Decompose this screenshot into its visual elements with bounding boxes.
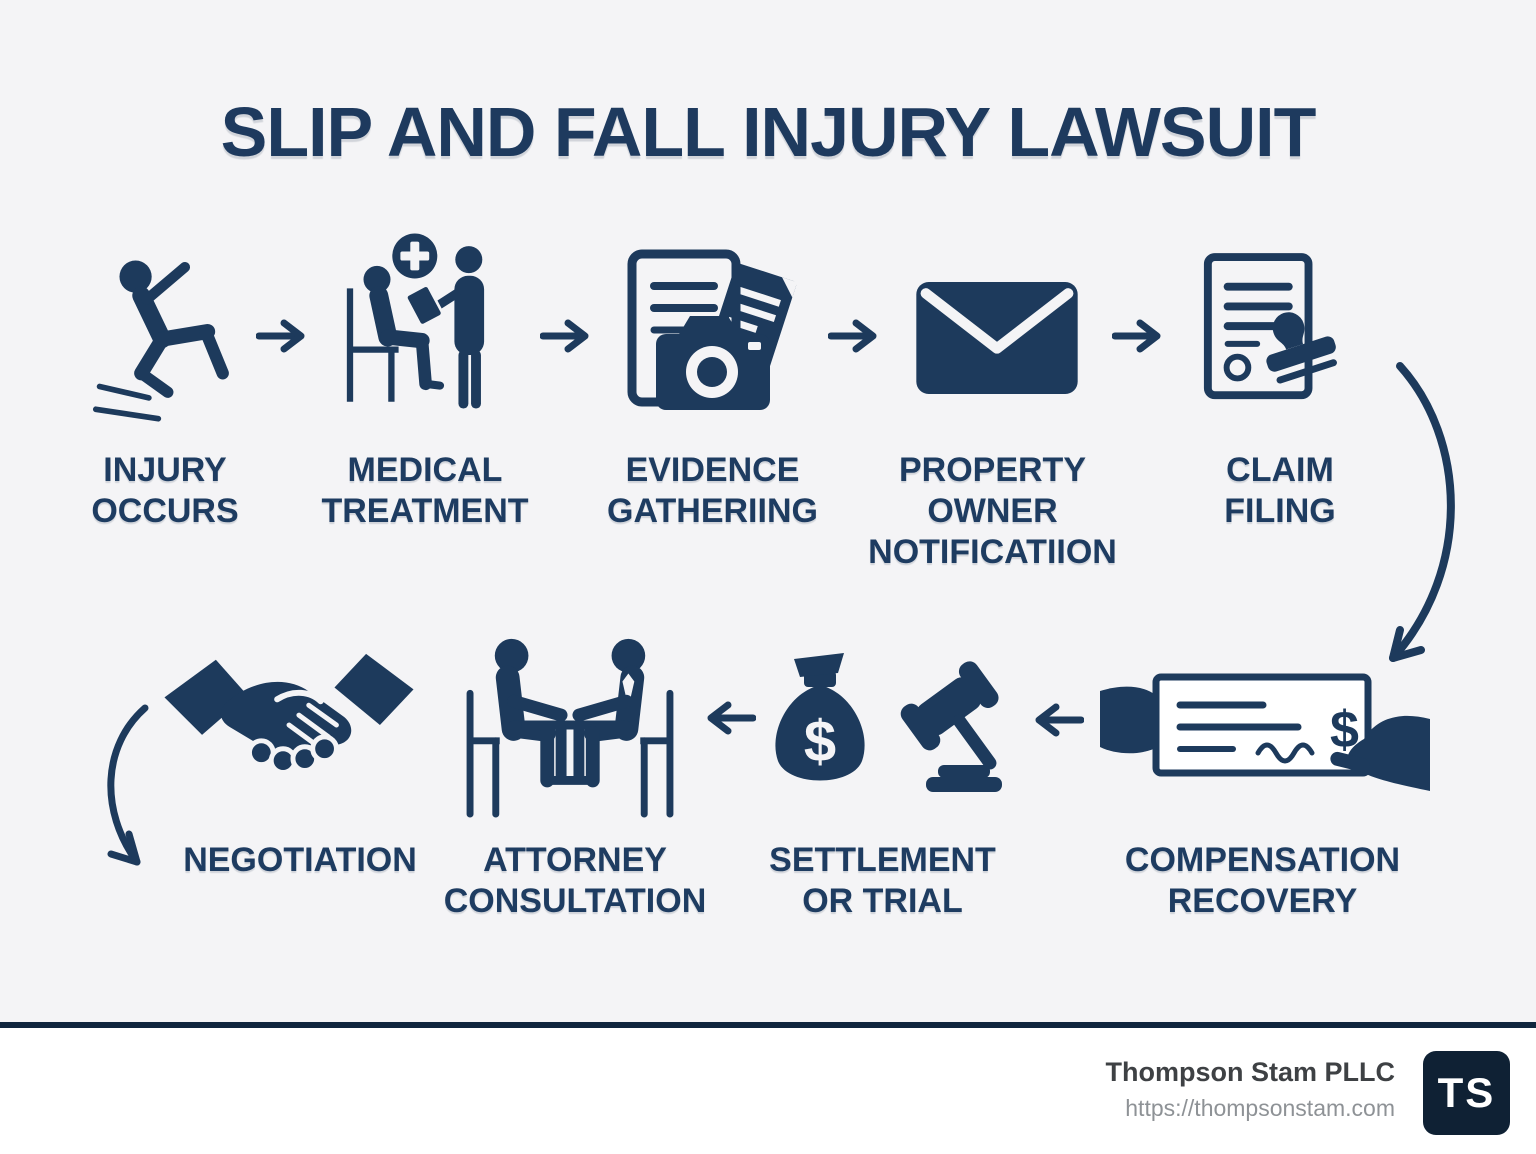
step-label-line: NEGOTIATION bbox=[183, 841, 417, 879]
step-label-property-owner-notification: PROPERTY OWNER NOTIFICATIION bbox=[855, 450, 1130, 573]
step-label-medical-treatment: MEDICAL TREATMENT bbox=[295, 450, 555, 532]
arrow-left-icon bbox=[1035, 703, 1084, 737]
arrow-right-icon bbox=[540, 319, 589, 353]
step-label-line: GATHERIING bbox=[607, 492, 818, 530]
svg-text:$: $ bbox=[804, 709, 836, 774]
step-label-line: OWNER bbox=[927, 492, 1058, 530]
company-logo-text: TS bbox=[1437, 1069, 1496, 1116]
curved-arrow-down-icon bbox=[1389, 362, 1455, 662]
step-label-line: COMPENSATION bbox=[1124, 841, 1401, 879]
curved-arrow-down-icon bbox=[107, 704, 149, 866]
money-bag-gavel-icon: $ bbox=[775, 653, 1002, 792]
step-label-line: FILING bbox=[1224, 492, 1336, 530]
step-label-attorney-consultation: ATTORNEY CONSULTATION bbox=[440, 840, 710, 922]
step-label-line: TREATMENT bbox=[321, 492, 529, 530]
page-title: SLIP AND FALL INJURY LAWSUIT bbox=[220, 93, 1317, 171]
doctor-patient-icon bbox=[346, 233, 485, 409]
camera-documents-icon bbox=[627, 249, 798, 410]
footer-website-url: https://thompsonstam.com bbox=[1125, 1095, 1395, 1121]
person-slipping-icon bbox=[92, 260, 229, 422]
step-label-line: INJURY bbox=[103, 451, 227, 489]
handshake-icon bbox=[164, 653, 414, 775]
company-logo: TS bbox=[1423, 1051, 1510, 1135]
step-label-line: EVIDENCE bbox=[625, 451, 800, 489]
step-label-line: ATTORNEY bbox=[483, 841, 667, 879]
step-label-settlement-or-trial: SETTLEMENT OR TRIAL bbox=[750, 840, 1015, 922]
check-in-hands-icon: $ bbox=[1100, 673, 1430, 791]
footer-divider bbox=[0, 1022, 1536, 1028]
footer-background bbox=[0, 1028, 1536, 1154]
step-label-compensation-recovery: COMPENSATION RECOVERY bbox=[1120, 840, 1405, 922]
step-label-line: SETTLEMENT bbox=[769, 841, 996, 879]
consultation-table-icon bbox=[466, 638, 674, 818]
step-label-line: CONSULTATION bbox=[443, 882, 707, 920]
step-label-claim-filing: CLAIM FILING bbox=[1155, 450, 1405, 532]
step-label-line: MEDICAL bbox=[347, 451, 503, 489]
footer-text-block: Thompson Stam PLLC https://thompsonstam.… bbox=[1106, 1056, 1396, 1123]
step-label-evidence-gathering: EVIDENCE GATHERIING bbox=[580, 450, 845, 532]
step-label-line: OCCURS bbox=[91, 492, 239, 530]
footer-company-name: Thompson Stam PLLC bbox=[1105, 1057, 1396, 1087]
step-label-negotiation: NEGOTIATION bbox=[170, 840, 430, 881]
envelope-icon bbox=[916, 282, 1078, 394]
step-label-line: CLAIM bbox=[1226, 451, 1334, 489]
step-label-line: RECOVERY bbox=[1167, 882, 1358, 920]
step-label-line: PROPERTY bbox=[898, 451, 1087, 489]
step-label-line: OR TRIAL bbox=[802, 882, 963, 920]
arrow-right-icon bbox=[1112, 319, 1161, 353]
document-stamp-icon bbox=[1203, 253, 1337, 400]
step-label-line: NOTIFICATIION bbox=[868, 533, 1117, 571]
arrow-right-icon bbox=[828, 319, 877, 353]
step-label-injury-occurs: INJURY OCCURS bbox=[40, 450, 290, 532]
arrow-left-icon bbox=[707, 701, 756, 735]
arrow-right-icon bbox=[256, 319, 305, 353]
